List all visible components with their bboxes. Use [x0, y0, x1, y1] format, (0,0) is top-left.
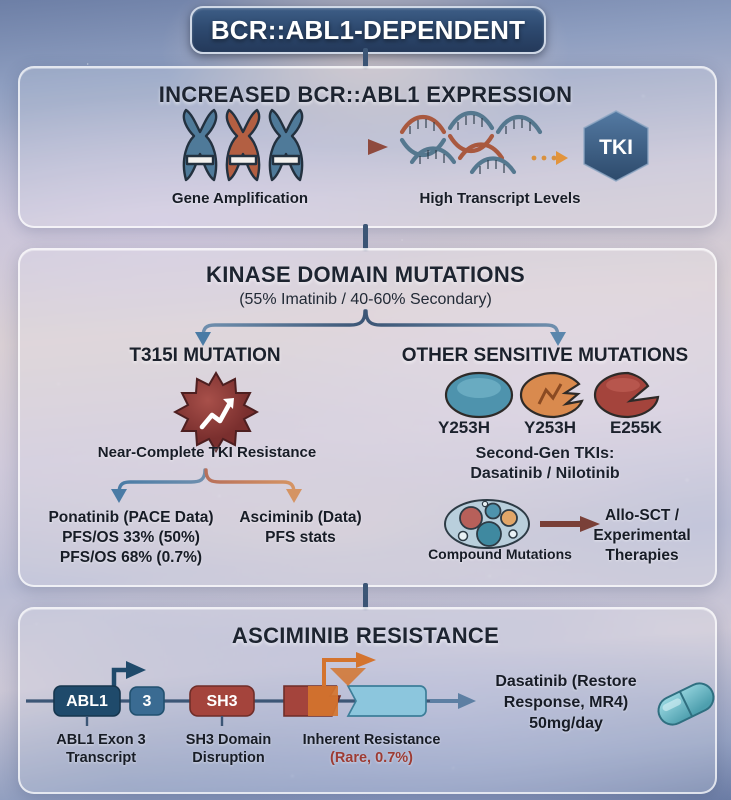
asciminib-panel-heading: ASCIMINIB RESISTANCE [231, 623, 500, 648]
kinase-panel-subheading: (55% Imatinib / 40-60% Secondary) [239, 291, 492, 308]
connector-kinase-to-asciminib [363, 583, 368, 609]
mutation-blobs-icon [444, 371, 660, 419]
second-gen-tki-text: Second-Gen TKIs: Dasatinib / Nilotinib [400, 444, 690, 484]
main-title-banner: BCR::ABL1-DEPENDENT [190, 6, 546, 54]
stat-block-ponatinib: Ponatinib (PACE Data) PFS/OS 33% (50%) P… [26, 508, 236, 568]
inherent-caption-line-2: (Rare, 0.7%) [329, 750, 413, 767]
pill-icon [657, 682, 715, 726]
connector-expression-to-kinase [363, 224, 368, 250]
mutation-label-3: E255K [610, 418, 662, 437]
ponatinib-line-1: Ponatinib (PACE Data) [48, 509, 214, 526]
chromosome-icon [182, 108, 304, 182]
kinase-panel-heading: KINASE DOMAIN MUTATIONS [206, 262, 525, 287]
tki-hexagon-label: TKI [599, 136, 633, 159]
allo-line-3: Therapies [605, 546, 679, 564]
allo-line-2: Experimental [593, 526, 691, 544]
mutation-blob-labels: Y253H Y253H E255K [438, 418, 662, 438]
gene-box-exon3: 3 [143, 693, 152, 710]
inherent-caption-line-1: Inherent Resistance [302, 732, 441, 748]
arrow-amplification-to-transcripts [318, 139, 388, 155]
caption-abl1-exon3: ABL1 Exon 3 Transcript [36, 731, 166, 767]
ponatinib-line-3: PFS/OS 68% (0.7%) [59, 549, 203, 567]
allo-sct-text: Allo-SCT / Experimental Therapies [572, 506, 712, 565]
mutation-label-2: Y253H [524, 418, 576, 437]
starburst-icon [173, 371, 259, 453]
second-gen-line-2: Dasatinib / Nilotinib [470, 465, 620, 482]
dasatinib-line-1: Dasatinib (Restore [495, 673, 637, 690]
caption-sh3-domain: SH3 Domain Disruption [166, 731, 291, 767]
main-title-text: BCR::ABL1-DEPENDENT [210, 14, 526, 45]
dasatinib-line-2: Response, MR4) [503, 693, 629, 711]
dasatinib-outcome-text: Dasatinib (Restore Response, MR4) 50mg/d… [466, 672, 666, 734]
allo-line-1: Allo-SCT / [604, 507, 680, 524]
stat-block-asciminib: Asciminib (Data) PFS stats [228, 508, 373, 548]
heading-t315i-mutation: T315I MUTATION [129, 345, 281, 366]
caption-compound-mutations: Compound Mutations [428, 546, 572, 562]
abl1-caption-line-2: Transcript [65, 750, 137, 767]
compound-mutations-icon [444, 499, 530, 549]
second-gen-line-1: Second-Gen TKIs: [475, 445, 615, 462]
caption-inherent-resistance: Inherent Resistance (Rare, 0.7%) [284, 731, 459, 767]
gene-box-abl1: ABL1 [66, 693, 108, 710]
sh3-caption-line-1: SH3 Domain [185, 732, 272, 748]
caption-gene-amplification: Gene Amplification [171, 190, 309, 207]
dasatinib-line-3: 50mg/day [529, 714, 603, 732]
ponatinib-line-2: PFS/OS 33% (50%) [62, 529, 200, 547]
asciminib-line-1: Asciminib (Data) [239, 509, 362, 526]
caption-high-transcript-levels: High Transcript Levels [419, 190, 581, 207]
connector-title-to-expression [363, 48, 368, 68]
abl1-caption-line-1: ABL1 Exon 3 [56, 732, 146, 748]
caption-near-complete-resistance: Near-Complete TKI Resistance [97, 444, 317, 461]
gene-track-diagram: ABL1 3 SH3 [26, 652, 476, 726]
expression-panel-heading: INCREASED BCR::ABL1 EXPRESSION [158, 82, 573, 107]
expression-panel-body: TKI Gene Amplification High Transcript L… [0, 100, 731, 210]
tki-hexagon-icon: TKI [583, 110, 649, 182]
dna-transcript-icon [399, 111, 568, 175]
gene-box-sh3: SH3 [206, 693, 237, 710]
asciminib-line-2: PFS stats [265, 529, 336, 547]
heading-other-sensitive-mutations: OTHER SENSITIVE MUTATIONS [401, 345, 689, 366]
arrow-compound-to-allo [540, 516, 600, 532]
mutation-label-1: Y253H [438, 418, 490, 437]
sh3-caption-line-2: Disruption [192, 750, 265, 767]
